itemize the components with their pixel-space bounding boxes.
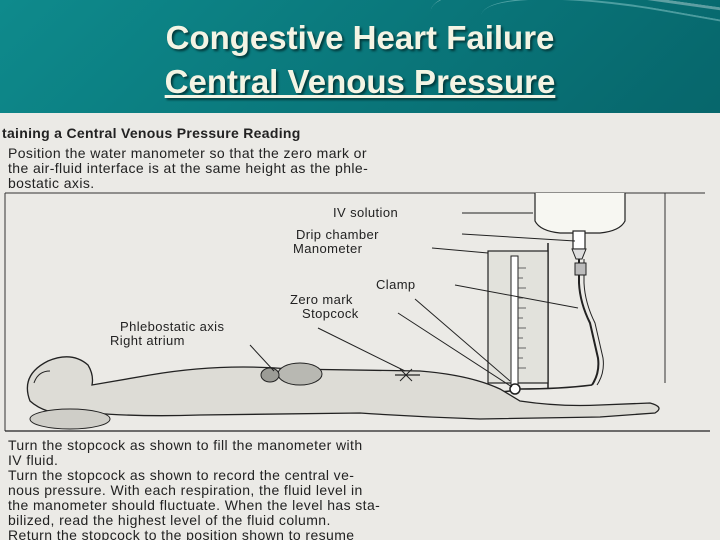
label-clamp: Clamp bbox=[376, 277, 416, 292]
cvp-illustration bbox=[4, 192, 710, 432]
tubing-to-stopcock bbox=[519, 384, 593, 390]
drip-chamber-tip bbox=[571, 248, 587, 260]
label-stopcock: Stopcock bbox=[302, 306, 359, 321]
figure-instructions-text: Turn the stopcock as shown to fill the m… bbox=[8, 437, 381, 540]
clamp-shape bbox=[574, 262, 587, 276]
slide-title-line-2: Central Venous Pressure bbox=[164, 63, 556, 100]
manometer-tube bbox=[510, 255, 519, 387]
label-drip-chamber: Drip chamber bbox=[296, 227, 379, 242]
label-phlebostatic-axis: Phlebostatic axis bbox=[120, 319, 225, 334]
label-zero-mark: Zero mark bbox=[290, 292, 353, 307]
pillow-shape bbox=[29, 408, 111, 430]
stopcock-shape bbox=[509, 383, 521, 395]
drip-chamber-shape bbox=[572, 230, 586, 250]
label-right-atrium: Right atrium bbox=[110, 333, 185, 348]
iv-bag-shape bbox=[534, 193, 626, 234]
leader-lines bbox=[249, 212, 579, 388]
label-manometer: Manometer bbox=[293, 241, 363, 256]
label-iv-solution: IV solution bbox=[333, 205, 399, 220]
patient-face bbox=[33, 370, 51, 384]
iv-tubing-edge bbox=[583, 259, 604, 386]
heart-shape bbox=[277, 362, 323, 386]
phlebostatic-axis-marker bbox=[399, 368, 413, 382]
figure-heading: taining a Central Venous Pressure Readin… bbox=[2, 125, 301, 141]
patient-body bbox=[26, 356, 660, 420]
cvp-figure: taining a Central Venous Pressure Readin… bbox=[0, 113, 720, 540]
slide-title-line-1: Congestive Heart Failure bbox=[165, 19, 555, 56]
iv-tubing bbox=[578, 259, 600, 386]
figure-intro-text: Position the water manometer so that the… bbox=[8, 145, 369, 191]
manometer-scale bbox=[518, 267, 526, 369]
right-atrium-shape bbox=[260, 367, 280, 383]
